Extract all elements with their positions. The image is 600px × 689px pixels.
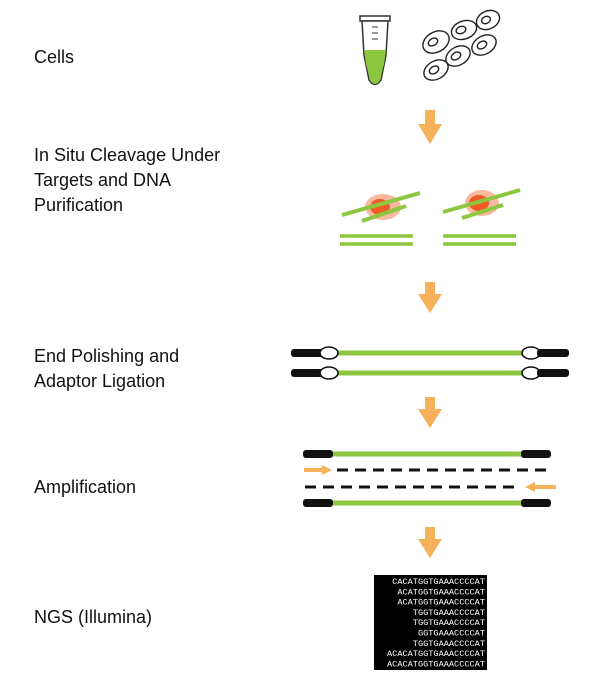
down-arrow-icon — [418, 110, 442, 144]
down-arrow-icon — [418, 397, 442, 428]
sequencing-read: ACATGGTGAAACCCCAT — [397, 587, 485, 597]
step-label-line: Targets and DNA — [34, 170, 172, 190]
step-label-line: Amplification — [34, 477, 137, 497]
step-label-ligation: End Polishing and Adaptor Ligation — [34, 344, 179, 394]
template-strand-bottom — [303, 499, 551, 507]
sequencing-read: TGGTGAAACCCCAT — [413, 639, 485, 649]
sequencing-reads-panel: CACATGGTGAAACCCCATACATGGTGAAACCCCATACATG… — [374, 575, 487, 670]
cells-icon — [422, 9, 501, 81]
sequencing-read: ACATGGTGAAACCCCAT — [397, 598, 485, 608]
step-label-line: Purification — [34, 195, 124, 215]
step-label-line: NGS (Illumina) — [34, 607, 153, 627]
template-strand-top — [303, 450, 551, 458]
step-label-cells: Cells — [34, 45, 74, 70]
sequencing-read: TGGTGAAACCCCAT — [413, 618, 485, 628]
released-dna-fragments — [340, 234, 516, 246]
adapted-fragment-top — [291, 346, 569, 360]
step-label-cleavage: In Situ Cleavage Under Targets and DNA P… — [34, 143, 220, 218]
sequencing-read: ACACATGGTGAAACCCCAT — [387, 649, 485, 659]
adapted-fragment-bottom — [291, 366, 569, 380]
sequencing-read: CACATGGTGAAACCCCAT — [392, 577, 485, 587]
forward-primer — [304, 465, 551, 475]
sequencing-read: ACACATGGTGAAACCCCAT — [387, 659, 485, 669]
sequencing-read: GGTGAAACCCCAT — [418, 629, 485, 639]
sequencing-read: TGGTGAAACCCCAT — [413, 608, 485, 618]
nucleosome-left — [341, 191, 421, 223]
nucleosome-right — [442, 188, 521, 220]
step-label-line: Cells — [34, 47, 75, 67]
reverse-primer — [305, 482, 556, 492]
step-label-line: End Polishing and — [34, 346, 180, 366]
step-label-line: Adaptor Ligation — [34, 371, 166, 391]
microcentrifuge-tube-icon — [359, 15, 391, 86]
down-arrow-icon — [418, 527, 442, 558]
step-label-ngs: NGS (Illumina) — [34, 605, 152, 630]
step-label-line: In Situ Cleavage Under — [34, 145, 221, 165]
step-label-amplification: Amplification — [34, 475, 136, 500]
down-arrow-icon — [418, 282, 442, 313]
